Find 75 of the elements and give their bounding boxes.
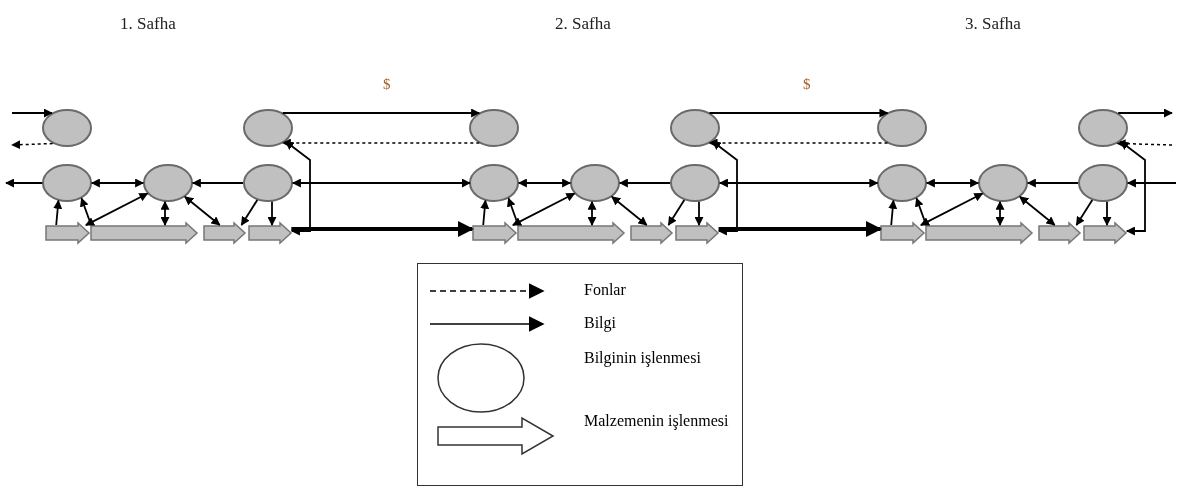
- double-arrow: [995, 200, 1005, 226]
- process-block: [90, 222, 198, 244]
- arrow: [281, 108, 481, 118]
- process-ellipse: [42, 164, 92, 202]
- process-block: [472, 222, 517, 244]
- process-block: [248, 222, 292, 244]
- process-block: [1038, 222, 1081, 244]
- double-arrow: [587, 200, 597, 226]
- process-ellipse: [670, 109, 720, 147]
- process-ellipse: [143, 164, 193, 202]
- double-arrow: [85, 192, 149, 226]
- legend-label: Bilgi: [584, 314, 617, 331]
- arrow: [708, 138, 889, 148]
- process-block: [675, 222, 719, 244]
- arrow: [240, 199, 259, 226]
- legend-label: Malzemenin işlenmesi: [584, 412, 730, 429]
- process-ellipse: [877, 109, 927, 147]
- process-block: [203, 222, 246, 244]
- process-block: [925, 222, 1033, 244]
- process-ellipse: [570, 164, 620, 202]
- process-ellipse: [1078, 164, 1128, 202]
- process-ellipse: [469, 164, 519, 202]
- double-arrow: [517, 178, 572, 188]
- arrow: [888, 199, 898, 226]
- double-arrow: [1019, 195, 1056, 226]
- arrow: [480, 199, 490, 226]
- process-ellipse: [670, 164, 720, 202]
- double-arrow: [920, 192, 984, 226]
- process-ellipse: [978, 164, 1028, 202]
- arrow: [667, 199, 686, 226]
- double-arrow: [718, 178, 879, 188]
- process-ellipse: [877, 164, 927, 202]
- arrow: [5, 178, 44, 188]
- arrow: [1075, 199, 1094, 226]
- legend-label: Bilginin işlenmesi: [584, 349, 702, 366]
- process-block: [880, 222, 925, 244]
- double-arrow: [160, 200, 170, 226]
- process-ellipse: [243, 164, 293, 202]
- arrow: [718, 221, 883, 237]
- double-arrow: [512, 192, 576, 226]
- arrow: [281, 138, 481, 148]
- arrow: [1126, 178, 1177, 188]
- stage-title: 1. Safha: [120, 14, 176, 34]
- double-arrow: [1119, 140, 1146, 236]
- stage-title: 2. Safha: [555, 14, 611, 34]
- arrow: [708, 108, 889, 118]
- process-ellipse: [42, 109, 92, 147]
- double-arrow: [291, 178, 471, 188]
- currency-symbol: $: [803, 76, 811, 93]
- currency-symbol: $: [383, 76, 391, 93]
- process-ellipse: [243, 109, 293, 147]
- arrow: [694, 200, 704, 226]
- process-block: [1083, 222, 1127, 244]
- process-block: [517, 222, 625, 244]
- process-block: [630, 222, 673, 244]
- process-ellipse: [469, 109, 519, 147]
- arrow: [1102, 200, 1112, 226]
- legend-label: Fonlar: [584, 281, 627, 298]
- arrow: [11, 140, 54, 150]
- double-arrow: [611, 195, 648, 226]
- arrow: [1026, 178, 1079, 188]
- process-ellipse: [1078, 109, 1128, 147]
- double-arrow: [90, 178, 145, 188]
- double-arrow: [925, 178, 980, 188]
- arrow: [191, 178, 244, 188]
- process-block: [45, 222, 90, 244]
- double-arrow: [184, 195, 221, 226]
- arrow: [267, 200, 277, 226]
- arrow: [1117, 108, 1173, 118]
- arrow: [53, 199, 63, 226]
- arrow: [618, 178, 671, 188]
- arrow: [291, 221, 474, 237]
- stage-title: 3. Safha: [965, 14, 1021, 34]
- arrow: [11, 108, 53, 118]
- arrow: [1116, 139, 1173, 149]
